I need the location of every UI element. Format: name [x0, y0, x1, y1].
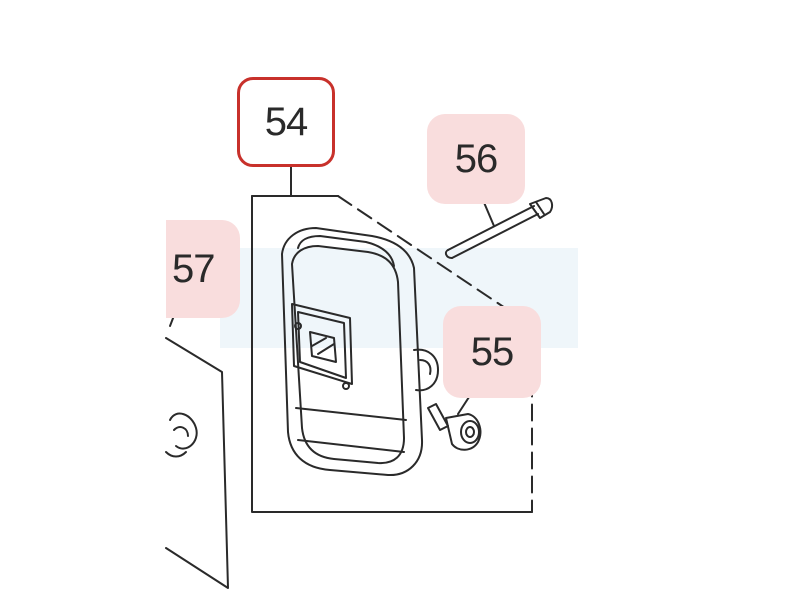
callout-57-text: 57 [172, 246, 215, 291]
callout-54[interactable]: 54 [237, 77, 335, 167]
callout-56-text: 56 [454, 136, 498, 181]
part-54-muffler [281, 227, 439, 477]
group-outline [251, 195, 533, 513]
callout-54-text: 54 [264, 99, 308, 144]
part-56-bolt [444, 197, 554, 259]
callout-57[interactable]: 57 [166, 220, 240, 318]
callout-56[interactable]: 56 [427, 114, 525, 204]
part-55-nut [427, 403, 482, 451]
callout-55-text: 55 [470, 329, 514, 374]
callout-55[interactable]: 55 [443, 306, 541, 398]
part-57-plate [165, 337, 229, 589]
